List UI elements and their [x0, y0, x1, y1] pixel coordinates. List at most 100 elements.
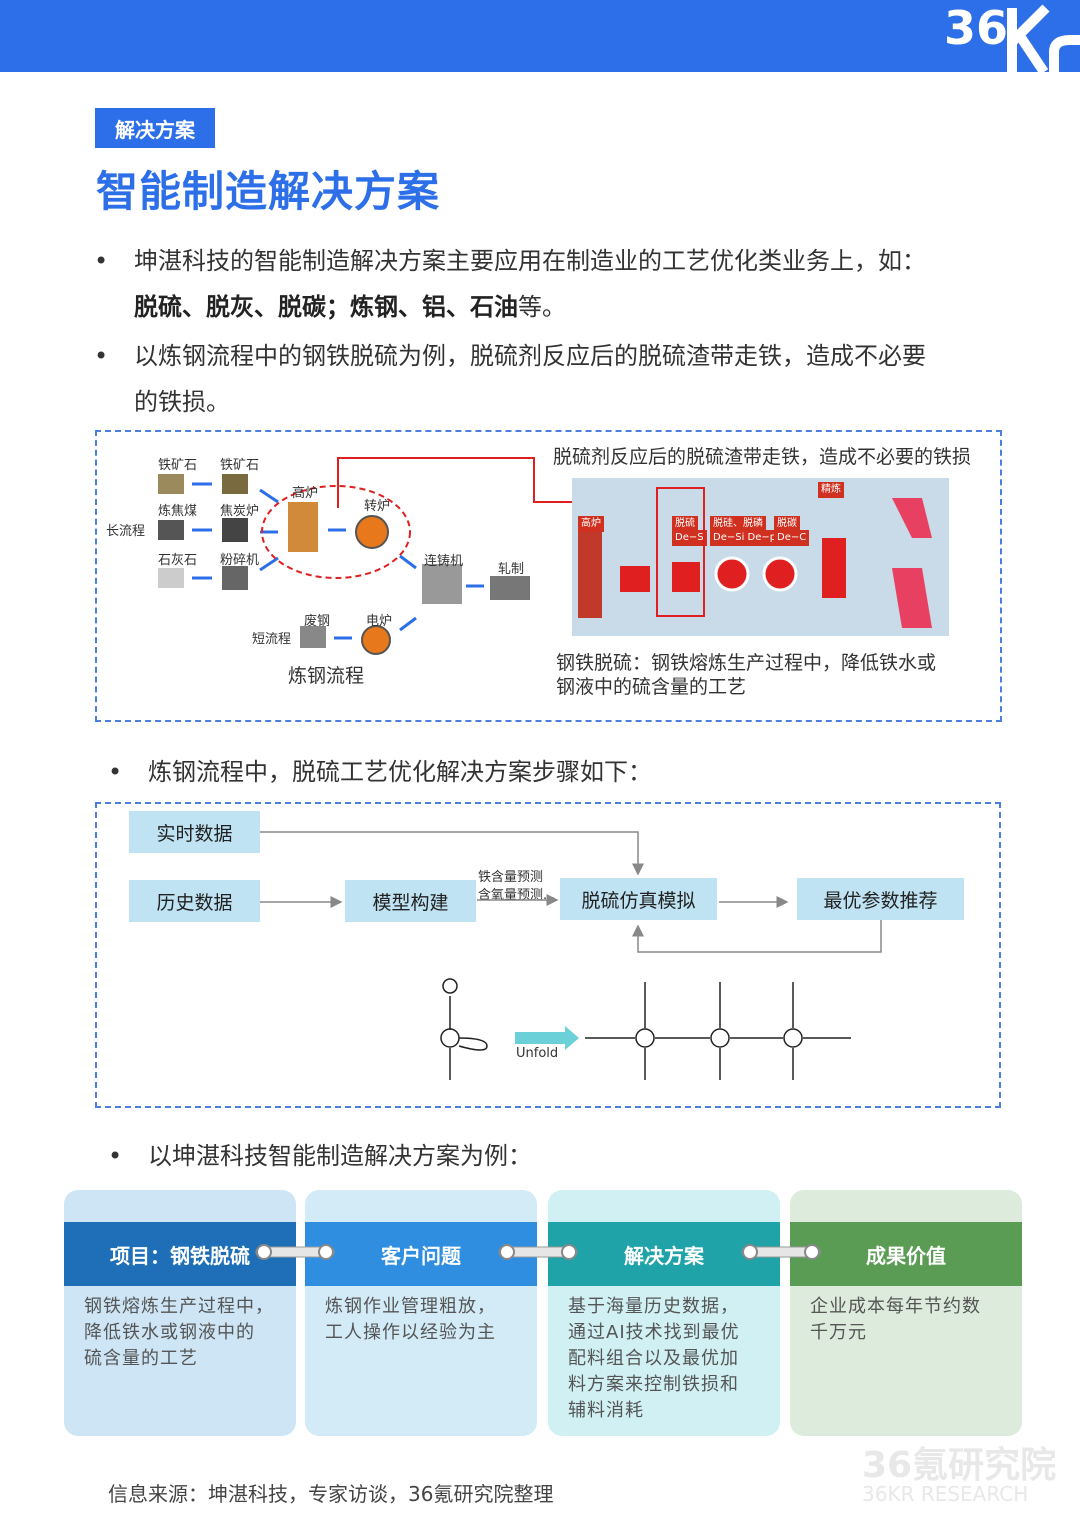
steelmaking-caption: 炼钢流程: [288, 665, 365, 687]
desulf-ladle-shape: [672, 562, 700, 592]
bullet-1: • 坤湛科技的智能制造解决方案主要应用在制造业的工艺优化类业务上，如： 脱硫、脱…: [94, 238, 1034, 330]
tag-decarb: 脱碳: [774, 516, 800, 532]
card-body-line: 降低铁水或钢液中的: [84, 1322, 255, 1343]
tag-desilicon: 脱硅、脱磷: [710, 516, 766, 532]
card-solution: 解决方案 基于海量历史数据， 通过AI技术找到最优 配料组合以及最优加 料方案来…: [548, 1190, 780, 1436]
card-header: 成果价值: [790, 1222, 1022, 1286]
figure-steps-box: [95, 802, 1001, 1108]
36kr-logo: 36: [944, 1, 1080, 72]
card-body-line: 钢铁熔炼生产过程中，: [84, 1296, 274, 1317]
ladle-shape: [620, 566, 650, 592]
label-caster: 连铸机: [424, 554, 464, 569]
rnn-diagram: [440, 978, 851, 1080]
bullet-3-text: 炼钢流程中，脱硫工艺优化解决方案步骤如下：: [148, 758, 652, 786]
svg-text:36: 36: [944, 1, 1008, 55]
label-converter: 转炉: [364, 499, 391, 514]
desulf-bottom-caption-1: 钢铁脱硫：钢铁熔炼生产过程中，降低铁水或: [556, 652, 937, 674]
card-body-line: 料方案来控制铁损和: [568, 1374, 739, 1395]
tag-de-c: De−C: [774, 530, 810, 546]
highlight-ellipse: [261, 485, 411, 579]
label-limestone: 石灰石: [158, 553, 198, 568]
realtime-data-box: 实时数据: [129, 811, 260, 853]
converter-shape-2: [762, 556, 798, 592]
label-electric-furnace: 电炉: [366, 614, 393, 629]
card-body-line: 企业成本每年节约数: [810, 1296, 981, 1317]
watermark-cn: 36氪研究院: [862, 1445, 1057, 1486]
label-long-process: 长流程: [106, 524, 146, 539]
card-header: 解决方案: [548, 1222, 780, 1286]
bullet-2: • 以炼钢流程中的钢铁脱硫为例，脱硫剂反应后的脱硫渣带走铁，造成不必要 的铁损。: [94, 333, 1034, 425]
label-short-process: 短流程: [252, 632, 292, 647]
refine-shape: [822, 538, 846, 598]
card-header: 客户问题: [305, 1222, 537, 1286]
flow-arrow: [399, 616, 417, 632]
bullet-dot: •: [94, 342, 109, 370]
bullet-1-line1: 坤湛科技的智能制造解决方案主要应用在制造业的工艺优化类业务上，如：: [134, 247, 926, 275]
crusher-icon: [222, 566, 248, 590]
figure-steelmaking-box: [95, 430, 1002, 722]
card-body: 企业成本每年节约数 千万元: [810, 1294, 1008, 1346]
label-coking-coal: 炼焦煤: [158, 504, 198, 519]
model-build-box: 模型构建: [345, 880, 476, 922]
bullet-dot: •: [94, 247, 109, 275]
steelmaking-flow-diagram: [158, 474, 530, 655]
optimal-params-box: 最优参数推荐: [797, 878, 964, 920]
chain-link-icon: [255, 1244, 335, 1260]
card-body-line: 硫含量的工艺: [84, 1348, 198, 1369]
bullet-1-tail: 等。: [518, 293, 566, 321]
bullet-1-line2: 脱硫、脱灰、脱碳；炼钢、铝、石油等。: [134, 284, 1034, 330]
bullet-1-bold: 脱硫、脱灰、脱碳；炼钢、铝、石油: [134, 293, 518, 321]
tag-blast: 高炉: [578, 516, 604, 532]
flow-arrows: [192, 482, 212, 580]
card-project: 项目：钢铁脱硫 钢铁熔炼生产过程中， 降低铁水或钢液中的 硫含量的工艺: [64, 1190, 296, 1436]
desulf-sim-box: 脱硫仿真模拟: [560, 878, 717, 920]
iron-ore-pile-icon: [222, 474, 248, 494]
electric-furnace-icon: [361, 625, 391, 655]
desulf-process-image: 高炉 脱硫 De−S 脱硅、脱磷 De−Si De−p 脱碳 De−C 精炼: [572, 478, 949, 636]
label-rolling: 轧制: [498, 562, 525, 577]
card-customer-problem: 客户问题 炼钢作业管理粗放， 工人操作以经验为主: [305, 1190, 537, 1436]
source-footer: 信息来源：坤湛科技，专家访谈，36氪研究院整理: [108, 1482, 554, 1506]
label-coke-oven: 焦炭炉: [220, 504, 260, 519]
label-crusher: 粉碎机: [220, 553, 260, 568]
bullet-4: • 以坤湛科技智能制造解决方案为例：: [108, 1133, 1028, 1179]
coal-icon: [158, 520, 184, 540]
section-tag: 解决方案: [95, 108, 215, 148]
card-result-value: 成果价值 企业成本每年节约数 千万元: [790, 1190, 1022, 1436]
card-body-line: 炼钢作业管理粗放，: [325, 1296, 496, 1317]
bullet-dot: •: [108, 1142, 123, 1170]
scrap-icon: [300, 626, 326, 648]
tag-refine: 精炼: [818, 482, 844, 498]
bullet-3: • 炼钢流程中，脱硫工艺优化解决方案步骤如下：: [108, 749, 1028, 795]
label-iron-ore: 铁矿石: [158, 458, 198, 473]
history-data-box: 历史数据: [129, 880, 260, 922]
unfold-label: Unfold: [516, 1046, 559, 1061]
flow-arrow: [399, 554, 417, 570]
top-banner: 36: [0, 0, 1080, 72]
card-body: 基于海量历史数据， 通过AI技术找到最优 配料组合以及最优加 料方案来控制铁损和…: [568, 1294, 766, 1424]
label-scrap: 废钢: [304, 614, 331, 629]
steps-arrows: [260, 831, 882, 1080]
bullet-2-line2: 的铁损。: [134, 388, 230, 416]
converter-icon: [355, 515, 389, 549]
label-iron-ore-2: 铁矿石: [220, 458, 260, 473]
coke-oven-icon: [222, 518, 248, 542]
label-blast-furnace: 高炉: [292, 486, 319, 501]
limestone-icon: [158, 568, 184, 588]
bullet-2-line1: 以炼钢流程中的钢铁脱硫为例，脱硫剂反应后的脱硫渣带走铁，造成不必要: [134, 342, 926, 370]
desulf-bottom-caption-2: 钢液中的硫含量的工艺: [556, 676, 747, 698]
card-body-line: 基于海量历史数据，: [568, 1296, 739, 1317]
card-body-line: 通过AI技术找到最优: [568, 1322, 740, 1343]
card-body-line: 工人操作以经验为主: [325, 1322, 496, 1343]
watermark-en: 36KR RESEARCH: [862, 1482, 1029, 1506]
page-title: 智能制造解决方案: [96, 167, 441, 216]
desulf-process-drawing: [578, 498, 932, 628]
tag-de-s: De−S: [672, 530, 707, 546]
card-body-line: 配料组合以及最优加: [568, 1348, 739, 1369]
bullet-dot: •: [108, 758, 123, 786]
desulf-top-caption: 脱硫剂反应后的脱硫渣带走铁，造成不必要的铁损: [553, 446, 972, 468]
pred-iron-label: 铁含量预测: [478, 870, 544, 885]
bullet-4-text: 以坤湛科技智能制造解决方案为例：: [148, 1142, 532, 1170]
caster-shapes: [892, 498, 932, 628]
tag-de-si: De−Si De−p: [710, 530, 780, 546]
